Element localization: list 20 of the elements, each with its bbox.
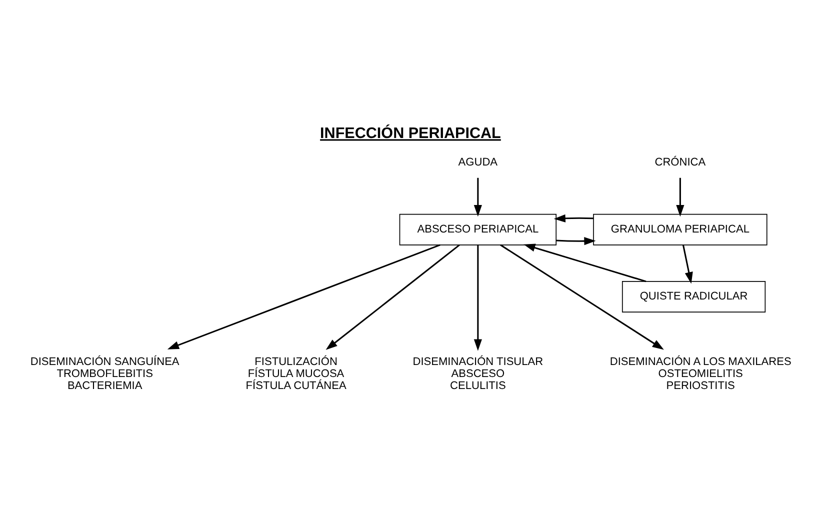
arrow	[682, 244, 693, 284]
node-text: FISTULIZACIÓN FÍSTULA MUCOSA FÍSTULA CUTÁNEA	[246, 356, 346, 392]
node-text: AGUDA	[458, 156, 498, 168]
node-text: CRÓNICA	[654, 156, 706, 168]
arrow	[326, 244, 460, 350]
arrow	[474, 177, 482, 216]
arrow	[556, 236, 596, 245]
arrow	[676, 177, 684, 216]
node-box: GRANULOMA PERIAPICAL	[593, 213, 768, 245]
diagram-title: INFECCIÓN PERIAPICAL	[320, 124, 501, 142]
arrow	[524, 243, 646, 282]
node-text: DISEMINACIÓN SANGUÍNEA TROMBOFLEBITIS BACTERIEMIA	[30, 356, 180, 392]
arrow	[500, 244, 664, 350]
node-box: QUISTE RADICULAR	[622, 280, 766, 312]
node-box: ABSCESO PERIAPICAL	[399, 213, 557, 245]
arrow	[167, 244, 440, 349]
node-text: DISEMINACIÓN A LOS MAXILARES OSTEOMIELITIS PERIOSTITIS	[610, 356, 792, 392]
arrow	[474, 244, 482, 350]
arrow	[554, 214, 594, 222]
node-text: DISEMINACIÓN TISULAR ABSCESO CELULITIS	[412, 356, 544, 392]
